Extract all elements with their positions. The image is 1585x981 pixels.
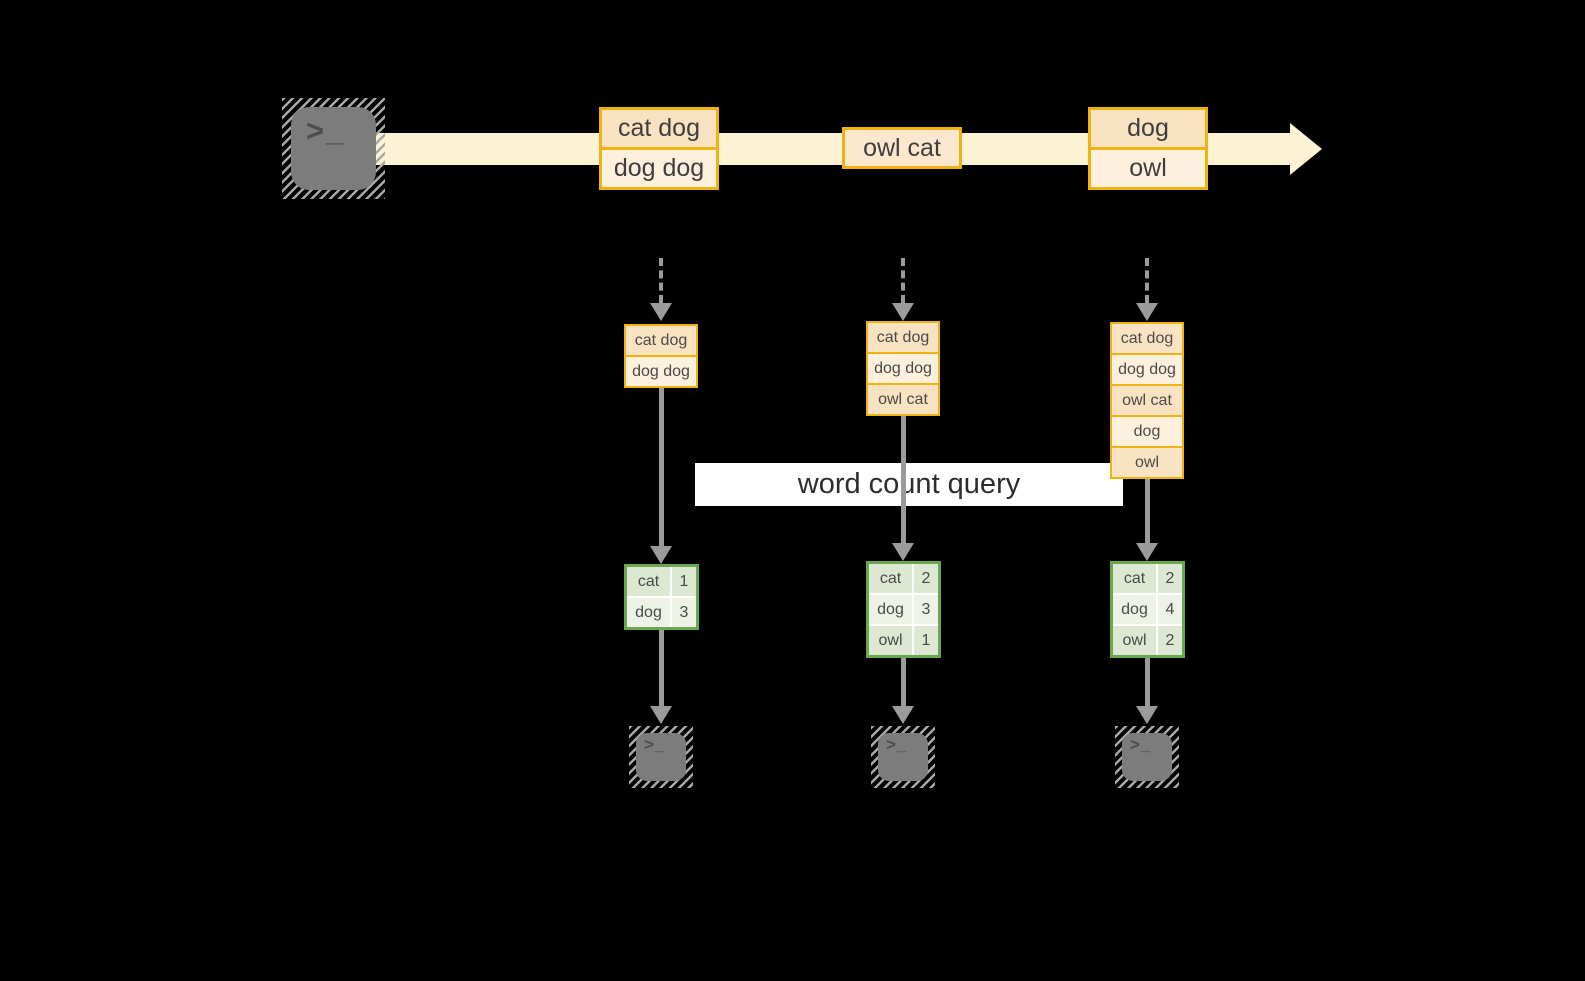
stream-event-cell: owl cat [845,130,959,166]
count-cell: 4 [1158,595,1182,624]
arrowhead-icon [650,546,672,564]
word-cell: owl [1113,626,1156,655]
terminal-prompt-glyph: >_ [1130,735,1152,754]
count-cell: 2 [914,564,938,593]
state-cell: cat dog [1112,324,1182,353]
sink-terminal-icon: >_ [629,726,693,788]
word-cell: dog [627,598,670,627]
word-cell: cat [627,567,670,596]
arrowhead-icon [892,706,914,724]
count-cell: 2 [1158,626,1182,655]
arrowhead-icon [1136,543,1158,561]
stream-event-cell: dog dog [602,147,716,187]
state-cell: dog dog [868,352,938,383]
stream-event-cell: cat dog [602,110,716,147]
terminal-screen: >_ [1122,733,1172,781]
arrowhead-icon [1136,303,1158,321]
word-cell: cat [869,564,912,593]
state-cell: dog [1112,415,1182,446]
arrowhead-icon [892,543,914,561]
state-cell: cat dog [626,326,696,355]
flow-line [1145,658,1150,706]
terminal-screen: >_ [636,733,686,781]
arrowhead-icon [650,303,672,321]
flow-line [901,416,906,543]
terminal-prompt-glyph: >_ [886,735,908,754]
count-cell: 3 [914,595,938,624]
query-label: word count query [695,463,1123,506]
flow-line [659,630,664,706]
word-cell: dog [869,595,912,624]
stream-arrowhead-icon [1290,123,1322,175]
state-cell: owl cat [868,383,938,414]
terminal-screen: >_ [291,107,376,190]
stream-event-box: owl cat [842,127,962,169]
state-cell: dog dog [626,355,696,386]
state-cell: cat dog [868,323,938,352]
dashed-arrow-icon [659,258,663,303]
word-cell: owl [869,626,912,655]
flow-line [901,658,906,706]
terminal-prompt-glyph: >_ [306,113,346,148]
stream-event-cell: dog [1091,110,1205,147]
arrowhead-icon [650,706,672,724]
state-cell: owl cat [1112,384,1182,415]
state-cell: dog dog [1112,353,1182,384]
dashed-arrow-icon [901,258,905,303]
flow-line [1145,479,1150,543]
count-cell: 3 [672,598,696,627]
arrowhead-icon [892,303,914,321]
terminal-screen: >_ [878,733,928,781]
word-cell: cat [1113,564,1156,593]
count-cell: 2 [1158,564,1182,593]
dashed-arrow-icon [1145,258,1149,303]
source-terminal-icon: >_ [282,98,385,199]
count-cell: 1 [672,567,696,596]
stream-event-cell: owl [1091,147,1205,187]
terminal-prompt-glyph: >_ [644,735,666,754]
count-cell: 1 [914,626,938,655]
state-cell: owl [1112,446,1182,477]
sink-terminal-icon: >_ [871,726,935,788]
arrowhead-icon [1136,706,1158,724]
sink-terminal-icon: >_ [1115,726,1179,788]
flow-line [659,388,664,546]
word-cell: dog [1113,595,1156,624]
